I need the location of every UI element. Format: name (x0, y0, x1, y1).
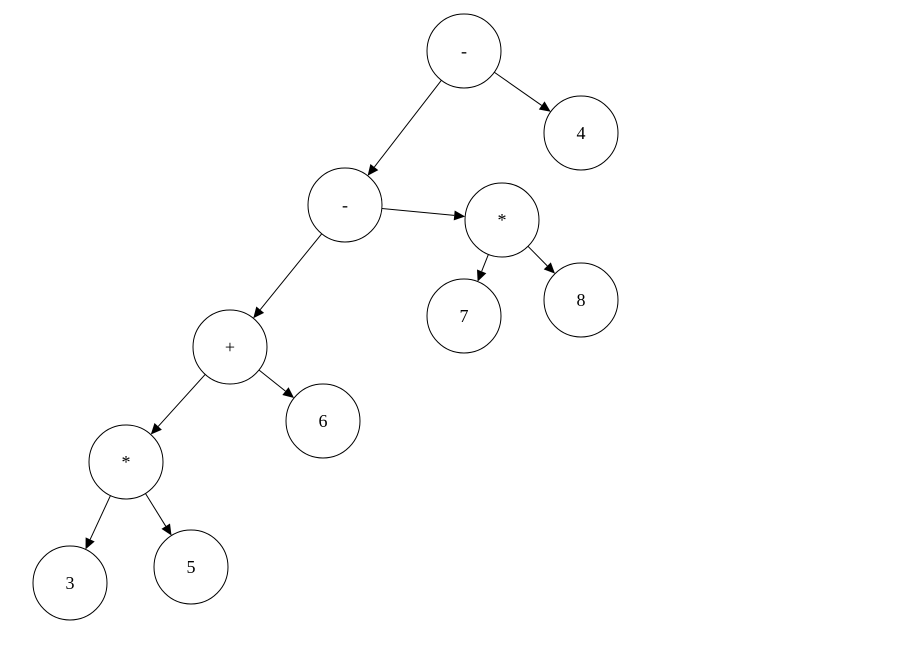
edge-line (481, 254, 489, 272)
edge-line (373, 79, 442, 168)
node-circle (543, 262, 619, 338)
edge-root-to-minus2 (367, 79, 442, 176)
node-label: 4 (577, 123, 586, 143)
node-circle (464, 182, 540, 258)
edge-minus2-to-mul1 (381, 208, 466, 221)
edges-layer (85, 71, 556, 550)
node-label: 6 (319, 411, 328, 431)
node-label: * (498, 210, 507, 230)
edge-line (145, 493, 167, 527)
tree-node-n5: 5 (153, 529, 229, 605)
edge-minus2-to-plus (253, 233, 323, 319)
edge-line (494, 71, 542, 106)
tree-node-root: - (426, 13, 502, 89)
tree-node-n3: 3 (32, 545, 108, 621)
tree-node-mul1: * (464, 182, 540, 258)
tree-node-n4: 4 (543, 95, 619, 171)
node-label: - (342, 195, 348, 215)
arrowhead-icon (161, 523, 172, 536)
node-circle (88, 424, 164, 500)
node-circle (32, 545, 108, 621)
arrowhead-icon (477, 269, 487, 282)
edge-line (259, 233, 323, 311)
node-label: 5 (187, 557, 196, 577)
edge-mul1-to-n7 (477, 254, 489, 282)
edge-plus-to-mul2 (150, 374, 206, 435)
node-label: + (225, 337, 235, 357)
arrowhead-icon (453, 210, 466, 221)
edge-mul1-to-n8 (527, 245, 556, 274)
node-label: - (461, 41, 467, 61)
edge-plus-to-n6 (258, 369, 295, 398)
arrowhead-icon (538, 101, 551, 112)
node-circle (543, 95, 619, 171)
tree-node-n8: 8 (543, 262, 619, 338)
edge-line (89, 495, 111, 540)
edge-line (258, 369, 286, 392)
node-label: 3 (66, 573, 75, 593)
edge-root-to-n4 (494, 71, 551, 112)
tree-node-mul2: * (88, 424, 164, 500)
edge-line (527, 245, 548, 267)
edge-mul2-to-n3 (85, 495, 111, 550)
arrowhead-icon (85, 537, 95, 550)
edge-line (157, 374, 206, 427)
node-circle (426, 278, 502, 354)
tree-node-n6: 6 (285, 383, 361, 459)
node-circle (192, 309, 268, 385)
nodes-layer: - 4 - * 7 8 +6 * 3 5 (32, 13, 619, 621)
edge-line (381, 208, 455, 216)
node-circle (426, 13, 502, 89)
node-circle (285, 383, 361, 459)
tree-node-plus: + (192, 309, 268, 385)
node-label: * (122, 452, 131, 472)
node-circle (307, 167, 383, 243)
node-circle (153, 529, 229, 605)
edge-mul2-to-n5 (145, 493, 172, 536)
arrowhead-icon (150, 423, 162, 435)
node-label: 8 (577, 290, 586, 310)
arrowhead-icon (543, 262, 556, 274)
arrowhead-icon (282, 387, 295, 398)
arrowhead-icon (253, 306, 265, 319)
tree-node-n7: 7 (426, 278, 502, 354)
arrowhead-icon (367, 163, 379, 176)
tree-node-minus2: - (307, 167, 383, 243)
node-label: 7 (460, 306, 469, 326)
